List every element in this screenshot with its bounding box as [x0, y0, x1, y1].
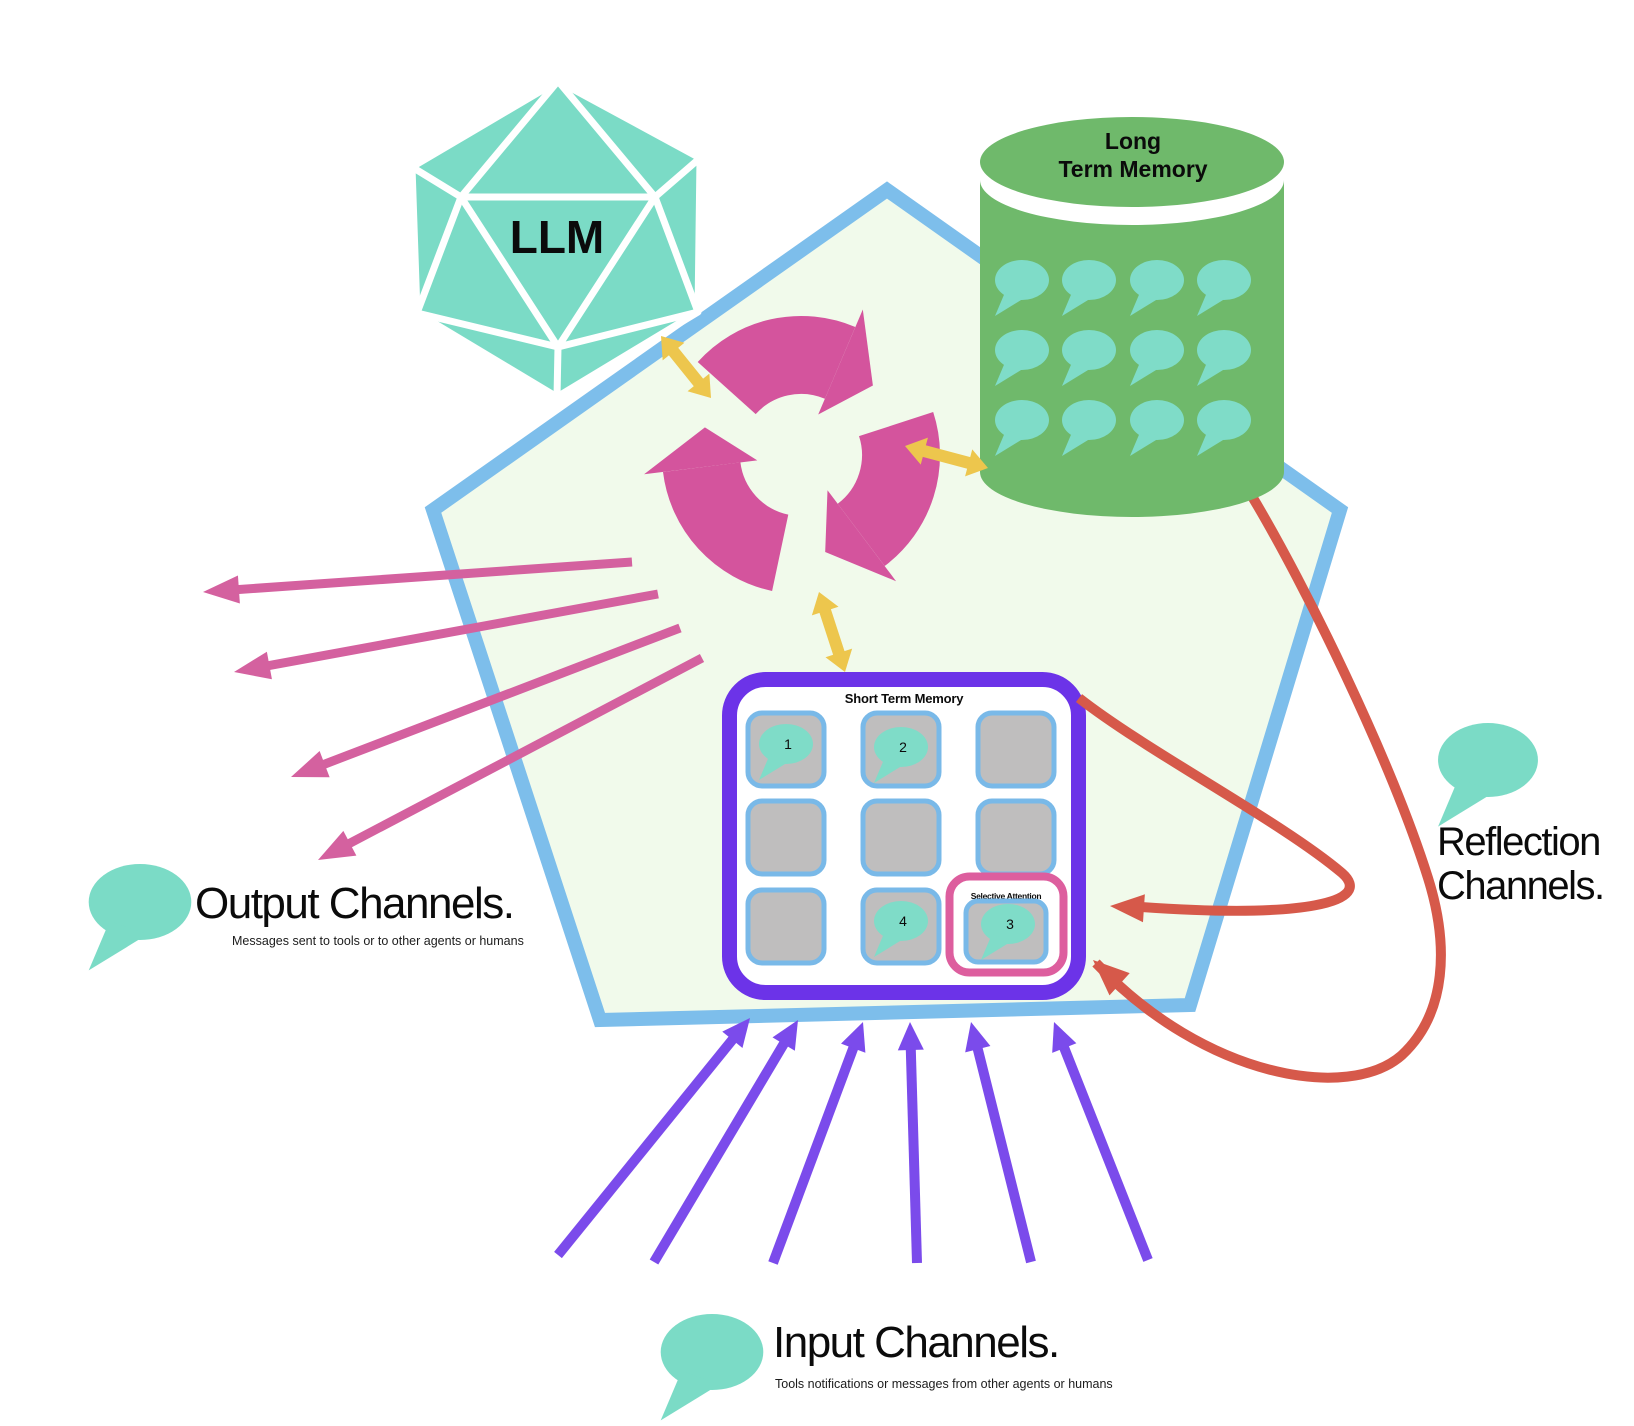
input-arrow — [768, 1022, 866, 1265]
memory-slot — [975, 710, 1057, 789]
chat-bubble-icon — [88, 864, 192, 971]
long-term-memory-title-line2: Term Memory — [1058, 156, 1207, 182]
reflection-channels-section: Reflection Channels. — [1437, 723, 1605, 908]
chat-bubble-icon — [1438, 723, 1538, 827]
chat-bubble-icon — [660, 1314, 764, 1421]
input-channels-section: Input Channels. Tools notifications or m… — [660, 1314, 1113, 1421]
reflection-arrowhead — [1110, 894, 1145, 923]
output-arrow — [291, 623, 682, 778]
long-term-memory-title-line1: Long — [1105, 128, 1161, 154]
input-arrow — [1052, 1022, 1153, 1262]
llm-icon — [408, 77, 704, 401]
slot-number: 4 — [899, 913, 907, 929]
llm-cycle-link-arrow — [661, 336, 711, 398]
input-arrow — [554, 1018, 750, 1259]
agent-loop-cycle-icon — [644, 309, 940, 591]
output-arrows — [203, 557, 705, 860]
input-channels-title: Input Channels. — [773, 1318, 1059, 1367]
input-arrow — [897, 1022, 924, 1264]
output-arrow — [318, 654, 705, 860]
long-term-memory-cylinder: Long Term Memory — [980, 117, 1284, 517]
cycle-ltm-link-arrow — [905, 437, 988, 477]
memory-slot — [860, 798, 942, 877]
reflection-channels-title-line2: Channels. — [1437, 864, 1604, 908]
memory-slot — [975, 798, 1057, 877]
output-arrow — [234, 589, 659, 680]
input-channels-subtitle: Tools notifications or messages from oth… — [775, 1377, 1113, 1391]
output-channels-subtitle: Messages sent to tools or to other agent… — [232, 934, 524, 948]
selective-attention-label: Selective Attention — [971, 891, 1042, 901]
slot-number: 2 — [899, 739, 907, 755]
memory-slot — [745, 887, 827, 966]
short-term-memory-title: Short Term Memory — [845, 691, 964, 706]
cycle-stm-link-arrow — [811, 592, 853, 672]
reflection-channels-title-line1: Reflection — [1437, 820, 1600, 864]
memory-slot — [745, 798, 827, 877]
reflection-arrowhead — [1093, 960, 1130, 996]
slot-number: 3 — [1006, 916, 1014, 932]
link-arrows — [661, 336, 988, 672]
slot-number: 1 — [784, 736, 792, 752]
input-arrow — [649, 1020, 798, 1265]
llm-label: LLM — [510, 211, 605, 263]
short-term-memory-box: Short Term Memory Selective Attention 1 … — [722, 672, 1086, 1000]
reflection-curves — [1075, 495, 1446, 1083]
output-channels-section: Output Channels. Messages sent to tools … — [88, 864, 524, 971]
reflection-curve — [1092, 495, 1446, 1083]
output-arrow — [203, 557, 633, 604]
input-arrow — [965, 1022, 1036, 1264]
reflection-curve — [1075, 694, 1355, 916]
input-arrows — [554, 1018, 1153, 1265]
output-channels-title: Output Channels. — [195, 879, 513, 928]
